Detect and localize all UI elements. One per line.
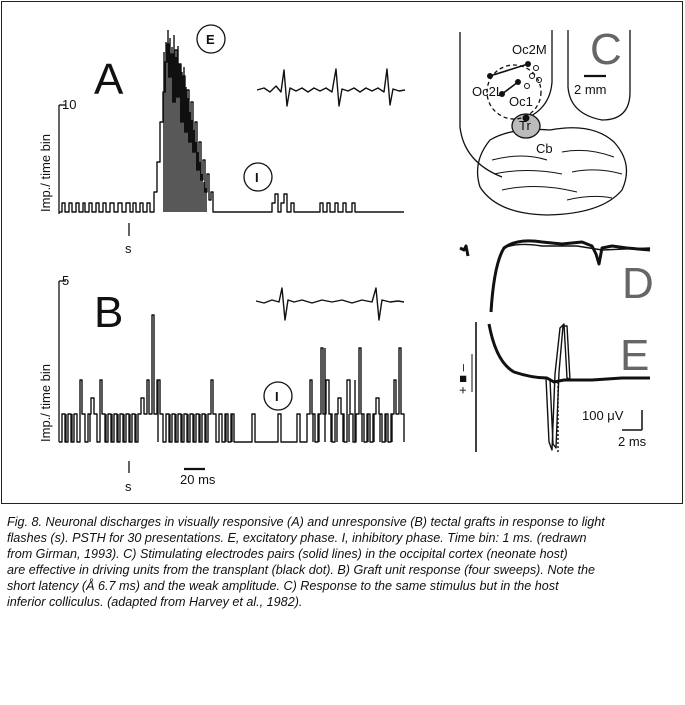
panel-a-stimulus-marker: s [125,241,132,256]
panel-b-psth-overlay [65,348,393,442]
panel-b-y-tick: 5 [62,273,69,288]
label-oc1: Oc1 [509,94,533,109]
panel-b-psth [59,314,405,443]
caption-line: inferior colliculus. (adapted from Harve… [7,595,303,609]
panel-e-trace [487,323,650,384]
panel-a-y-tick: 10 [62,97,76,112]
panel-b-y-label: Imp./ time bin [38,364,53,442]
panel-a-psth-overlay [163,30,207,212]
panel-a-inhibitory-marker: I [255,170,259,185]
caption-line: short latency (Å 6.7 ms) and the weak am… [7,579,559,593]
label-oc2m: Oc2M [512,42,547,57]
panel-b-letter: B [94,288,123,337]
panel-a-spike-inset [256,68,406,107]
panel-e: E + ■ – 100 μV 2 ms [455,322,650,452]
caption-line: are effective in driving units from the … [7,563,595,577]
panel-a-psth [59,43,404,213]
panel-c: C Oc2M Oc2L Oc1 Tr Cb 2 mm [459,25,631,216]
panel-d: D [459,239,654,313]
label-oc2l: Oc2L [472,84,503,99]
panel-a: A 10 Imp./ time bin s E I [38,24,406,256]
panel-a-letter: A [94,55,124,104]
panel-b-stimulus-marker: s [125,479,132,494]
caption-line: Fig. 8. Neuronal discharges in visually … [7,515,605,529]
figure-illustration: A 10 Imp./ time bin s E I B 5 Imp./ time… [38,24,654,494]
panel-a-excitatory-marker: E [206,32,215,47]
panel-c-letter: C [590,25,622,74]
panel-c-scale: 2 mm [574,82,607,97]
panel-b: B 5 Imp./ time bin s 20 ms I [38,273,405,494]
caption-line: flashes (s). PSTH for 30 presentations. … [7,531,587,545]
label-cb: Cb [536,141,553,156]
panel-d-letter: D [622,259,654,308]
panel-b-spike-inset [255,287,405,321]
label-tr: Tr [519,118,531,133]
panel-b-time-scale: 20 ms [180,472,216,487]
cerebellum-outline [476,127,628,216]
transplant-region [511,113,541,139]
caption-line: from Girman, 1993). C) Stimulating elect… [7,547,568,561]
panel-e-amplitude-scale: 100 μV [582,408,624,423]
figure-caption: Fig. 8. Neuronal discharges in visually … [7,514,675,610]
panel-e-letter: E [620,331,649,380]
panel-d-trace [459,239,651,313]
figure-frame: A 10 Imp./ time bin s E I B 5 Imp./ time… [1,1,683,504]
panel-e-time-scale: 2 ms [618,434,647,449]
panel-b-inhibitory-marker: I [275,389,279,404]
panel-e-polarity: + ■ – [455,363,470,394]
panel-a-y-label: Imp./ time bin [38,134,53,212]
